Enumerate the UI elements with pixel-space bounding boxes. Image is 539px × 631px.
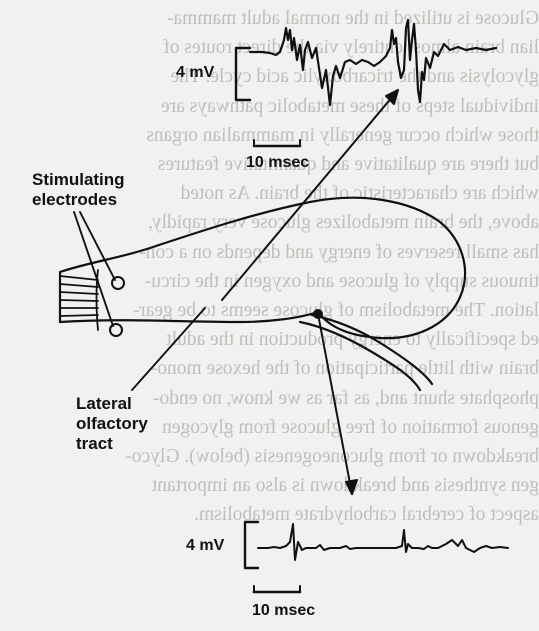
top-time-label: 10 msec bbox=[246, 154, 309, 172]
bottom-voltage-label: 4 mV bbox=[186, 537, 224, 555]
stimulating-electrodes-label-line2: electrodes bbox=[32, 190, 117, 209]
olfactory-bulb-outline bbox=[60, 198, 465, 390]
top-recording-arrow bbox=[222, 90, 398, 300]
bottom-recording-arrow bbox=[318, 314, 352, 494]
lateral-olfactory-tract-label: Lateral olfactory tract bbox=[76, 394, 148, 454]
stimulating-electrodes-label-line1: Stimulating bbox=[32, 170, 125, 189]
lateral-olfactory-tract-label-line1: Lateral bbox=[76, 394, 132, 413]
bottom-trace-waveform bbox=[258, 524, 508, 560]
top-voltage-label: 4 mV bbox=[176, 64, 214, 82]
recording-arrows bbox=[222, 90, 398, 494]
lateral-olfactory-tract-label-line2: olfactory bbox=[76, 414, 148, 433]
bottom-voltage-scale-bar bbox=[245, 522, 258, 568]
stimulating-electrode-lower bbox=[110, 324, 122, 336]
bottom-time-label: 10 msec bbox=[252, 602, 315, 620]
recording-site-dot bbox=[314, 310, 322, 318]
stimulating-electrodes-label: Stimulating electrodes bbox=[32, 170, 125, 210]
bottom-recording-trace bbox=[245, 522, 508, 592]
top-voltage-scale-bar bbox=[236, 48, 250, 100]
lateral-olfactory-tract-label-line3: tract bbox=[76, 434, 113, 453]
top-trace-waveform bbox=[250, 20, 496, 105]
